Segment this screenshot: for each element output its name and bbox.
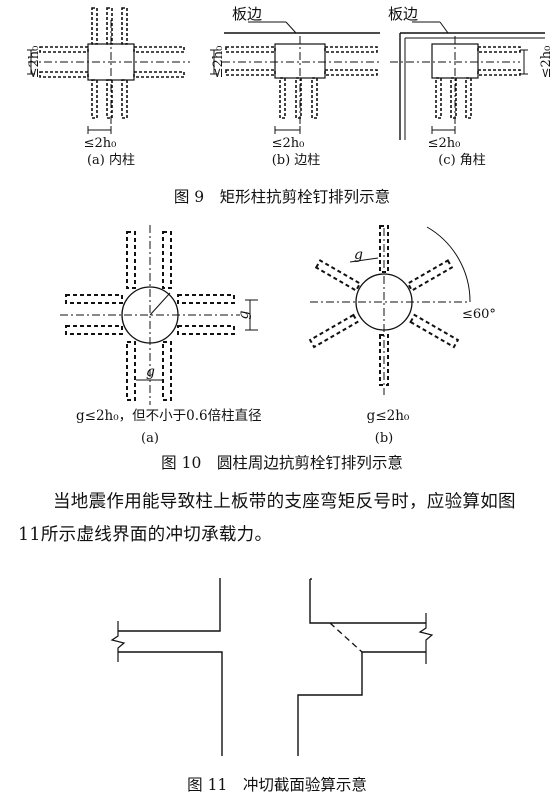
fig9c-bottom-dim: ≤2h₀ bbox=[428, 136, 461, 151]
fig9b-sublabel: (b) 边柱 bbox=[272, 153, 321, 168]
fig9a-inner-column bbox=[27, 7, 190, 134]
fig9b-bottom-dim: ≤2h₀ bbox=[272, 136, 305, 151]
fig10b-sublabel: (b) bbox=[375, 431, 393, 446]
fig9b-slab-edge-label: 板边 bbox=[232, 5, 262, 23]
figure9 bbox=[27, 7, 545, 140]
figure11-caption: 图 11 冲切截面验算示意 bbox=[187, 775, 367, 794]
fig9c-side-dim: ≤2h₀ bbox=[539, 46, 552, 79]
fig9b-edge-column bbox=[210, 21, 382, 134]
fig9c-slab-edge-label: 板边 bbox=[388, 5, 418, 23]
fig9a-bottom-dim: ≤2h₀ bbox=[84, 136, 117, 151]
fig10b-angle-label: ≤60° bbox=[462, 307, 496, 322]
fig10b-g-label: g bbox=[354, 247, 363, 263]
fig9a-side-dim: ≤2h₀ bbox=[27, 46, 42, 79]
fig10b-condition: g≤2h₀ bbox=[367, 408, 410, 424]
fig10a-round-column bbox=[60, 225, 258, 405]
fig9a-sublabel: (a) 内柱 bbox=[87, 152, 135, 168]
fig9b-side-dim: ≤2h₀ bbox=[211, 46, 226, 79]
figure11-punching-section bbox=[110, 578, 434, 756]
fig9c-sublabel: (c) 角柱 bbox=[438, 153, 486, 168]
fig10a-condition: g≤2h₀，但不小于0.6倍柱直径 bbox=[76, 408, 262, 424]
fig10b-round-column bbox=[308, 225, 471, 395]
figure10-caption: 图 10 圆柱周边抗剪栓钉排列示意 bbox=[161, 453, 403, 472]
figure10 bbox=[60, 225, 471, 405]
figure9-caption: 图 9 矩形柱抗剪栓钉排列示意 bbox=[174, 187, 390, 206]
fig9c-corner-column bbox=[390, 21, 545, 140]
body-paragraph: 当地震作用能导致柱上板带的支座弯矩反号时，应验算如图11所示虚线界面的冲切承载力… bbox=[18, 492, 516, 545]
fig10a-sublabel: (a) bbox=[141, 431, 159, 446]
fig10a-g-dim-horizontal: g bbox=[146, 364, 155, 380]
fig10a-g-dim-vertical: g bbox=[236, 310, 252, 319]
